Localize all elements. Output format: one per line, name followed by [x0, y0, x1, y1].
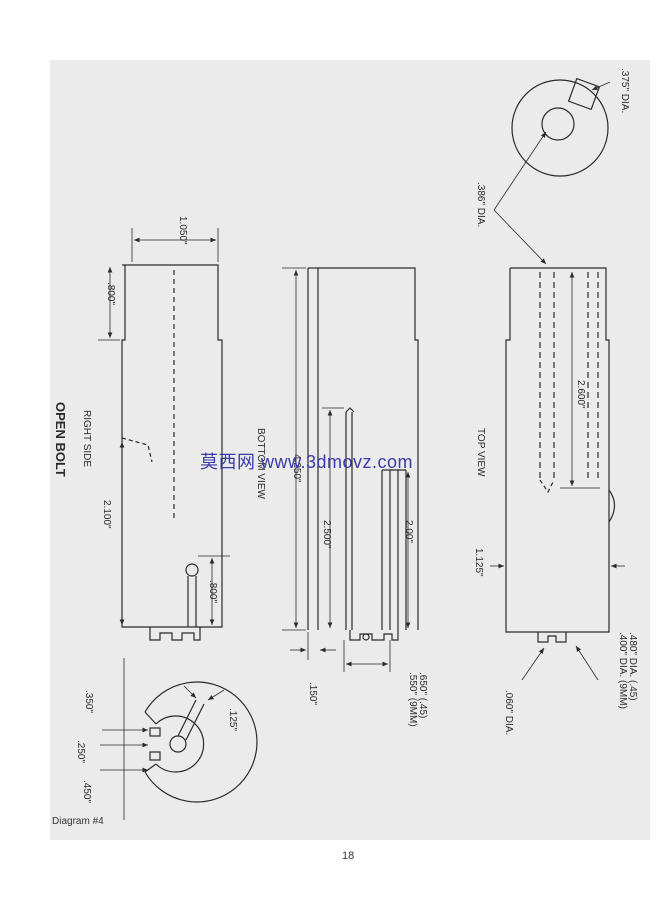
scanned-sheet	[50, 60, 650, 840]
label-dim-400: .400" DIA. (9MM)	[617, 632, 628, 709]
label-dim-1125: 1.125"	[473, 548, 484, 577]
label-dim-2600: 2.600"	[575, 380, 586, 409]
top-view-lugs	[537, 632, 567, 643]
end-view-c-top	[144, 711, 157, 725]
end-view-c-hub	[169, 735, 187, 753]
bottom-view-outline	[317, 267, 419, 630]
dim-125-a	[183, 685, 197, 699]
title-open-bolt: OPEN BOLT	[53, 402, 68, 477]
end-view-c-outer	[144, 681, 258, 803]
label-top-view: TOP VIEW	[475, 428, 486, 477]
label-dim-375: .375" DIA.	[619, 68, 630, 113]
end-view-outer	[511, 79, 609, 177]
label-dim-550: .550" (9MM)	[407, 672, 418, 727]
right-side-pin-hole	[185, 563, 199, 577]
end-view-square	[567, 77, 601, 111]
right-side-view	[98, 228, 230, 641]
end-view-top	[493, 77, 611, 265]
label-dim-2500: 2.500"	[321, 520, 332, 549]
label-dim-480: .480" DIA. (.45)	[627, 632, 638, 701]
label-dim-800-bottom: .800"	[207, 580, 218, 603]
label-dim-2100: 2.100"	[101, 500, 112, 529]
label-dim-350: .350"	[83, 690, 94, 713]
label-dim-1050: 1.050"	[177, 216, 188, 245]
label-dim-125: .125"	[227, 708, 238, 731]
bottom-view-lugs	[349, 630, 399, 641]
bottom-view-rail-top	[345, 407, 355, 413]
end-view-c-rod	[177, 699, 197, 737]
top-view-bore-end	[539, 479, 555, 494]
leader-375	[591, 81, 611, 91]
end-view-bottom	[100, 658, 258, 820]
end-view-bore	[541, 107, 575, 141]
label-dim-150: .150"	[307, 682, 318, 705]
leader-386-a	[493, 131, 547, 211]
leader-386-b	[493, 209, 547, 265]
end-view-c-rod-b	[185, 703, 205, 741]
end-view-c-tab	[149, 727, 161, 737]
end-view-c-tab-2	[149, 751, 161, 761]
top-view-outline	[505, 267, 610, 633]
label-dim-200: 2.00"	[403, 520, 414, 543]
label-dim-060: .060" DIA.	[503, 690, 514, 735]
label-dim-4250: 4.250"	[291, 454, 302, 483]
leader-400	[575, 645, 599, 681]
top-view-notch	[608, 489, 616, 523]
end-view-c-bot	[144, 763, 157, 773]
dim-125-b	[207, 689, 225, 701]
right-side-outline	[121, 264, 223, 628]
watermark: 莫西网 www.3dmovz.com	[200, 452, 414, 472]
end-view-c-inner	[155, 715, 205, 773]
bottom-view-hole	[362, 633, 370, 641]
leader-060	[521, 647, 545, 681]
label-bottom-view: BOTTOM VIEW	[255, 428, 266, 499]
diagram-caption: Diagram #4	[52, 816, 104, 827]
right-side-lugs	[149, 627, 201, 641]
label-dim-800-top: .800"	[105, 282, 116, 305]
top-view	[490, 267, 625, 681]
page-number: 18	[342, 850, 355, 862]
right-side-slant	[121, 437, 153, 463]
label-dim-386: .386" DIA.	[475, 182, 486, 227]
label-right-side: RIGHT SIDE	[81, 410, 92, 467]
label-dim-250: .250"	[75, 740, 86, 763]
label-dim-450: .450"	[81, 780, 92, 803]
label-dim-650: .650" (.45)	[417, 672, 428, 718]
bottom-view	[282, 267, 419, 672]
